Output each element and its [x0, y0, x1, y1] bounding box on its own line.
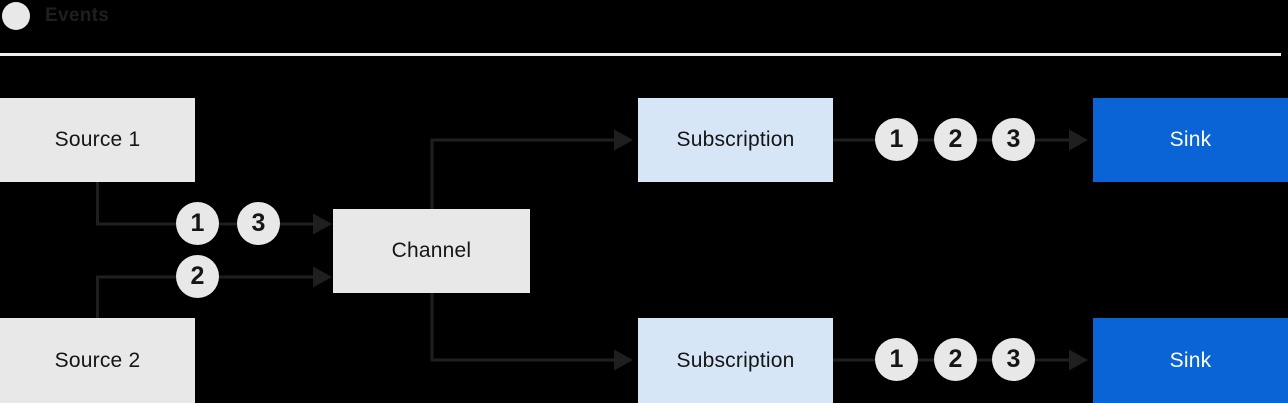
event-badge: 1 [875, 118, 918, 161]
event-badge-label: 2 [948, 125, 963, 153]
connector-source2-to-channel [96, 275, 313, 318]
node-subscription-bottom: Subscription [638, 318, 833, 403]
connector-channel-to-subscription-top [430, 138, 614, 209]
connector-channel-to-subscription-bottom [430, 293, 614, 362]
node-source-2: Source 2 [0, 318, 195, 403]
arrowhead-source2-to-channel [313, 266, 332, 288]
event-badge-label: 2 [190, 262, 205, 290]
event-badge-label: 3 [251, 209, 266, 237]
arrowhead-channel-to-subscription-bottom [614, 349, 633, 371]
arrowhead-channel-to-subscription-top [614, 129, 633, 151]
node-sink-bottom: Sink [1093, 318, 1288, 403]
event-badge-label: 1 [889, 345, 904, 373]
event-badge-label: 1 [889, 125, 904, 153]
node-label: Subscription [676, 128, 795, 151]
legend-divider [0, 53, 1281, 56]
event-badge: 3 [992, 118, 1035, 161]
arrowhead-source1-to-channel [313, 213, 332, 235]
node-label: Source 1 [54, 128, 141, 151]
node-sink-top: Sink [1093, 98, 1288, 182]
event-circle-icon [2, 2, 30, 30]
event-badge-label: 3 [1006, 125, 1021, 153]
node-subscription-top: Subscription [638, 98, 833, 182]
node-label: Sink [1169, 128, 1212, 151]
event-badge: 3 [237, 202, 280, 245]
event-badge: 3 [992, 338, 1035, 381]
legend-label: Events [45, 5, 110, 26]
node-label: Sink [1169, 348, 1212, 372]
event-badge: 1 [176, 202, 219, 245]
event-badge: 2 [934, 338, 977, 381]
node-label: Source 2 [54, 348, 141, 372]
event-badge: 2 [934, 118, 977, 161]
node-source-1: Source 1 [0, 98, 195, 182]
event-badge-label: 1 [190, 209, 205, 237]
event-badge: 1 [875, 338, 918, 381]
arrowhead-subscription-bottom-to-sink [1069, 349, 1088, 371]
node-channel: Channel [333, 209, 530, 293]
event-badge: 2 [176, 255, 219, 298]
arrowhead-subscription-top-to-sink [1069, 129, 1088, 151]
event-badge-label: 3 [1006, 345, 1021, 373]
node-label: Channel [391, 239, 472, 262]
node-label: Subscription [676, 348, 795, 372]
event-badge-label: 2 [948, 345, 963, 373]
